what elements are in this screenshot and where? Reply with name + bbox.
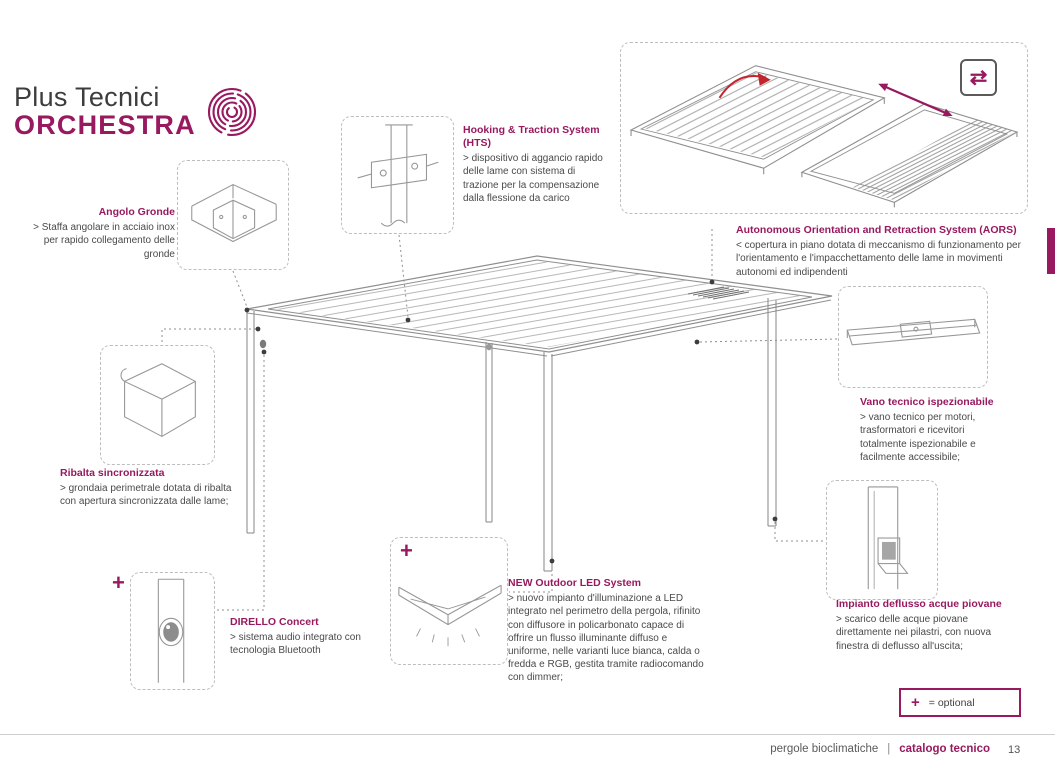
vano-tecnico-callout-box — [838, 286, 988, 388]
legend-label: = optional — [928, 696, 975, 709]
aors-callout-box: ⇄ — [620, 42, 1028, 214]
swap-icon-box: ⇄ — [960, 59, 997, 96]
vano-tecnico-body: > vano tecnico per motori, trasformatori… — [860, 412, 976, 463]
deflusso-text: Impianto deflusso acque piovane > scaric… — [836, 598, 1018, 653]
led-body: > nuovo impianto d'illuminazione a LED i… — [508, 593, 704, 684]
led-text: NEW Outdoor LED System > nuovo impianto … — [508, 577, 704, 684]
brand-block: Plus Tecnici ORCHESTRA — [14, 82, 259, 140]
aors-title: Autonomous Orientation and Retraction Sy… — [736, 224, 1017, 236]
angolo-gronde-drawing — [191, 183, 277, 243]
led-callout-box — [390, 537, 508, 665]
optional-plus-led-icon: + — [400, 538, 413, 563]
ribalta-body: > grondaia perimetrale dotata di ribalta… — [60, 483, 232, 508]
post-speaker-dot-2 — [486, 343, 492, 351]
angolo-gronde-body: > Staffa angolare in acciaio inox per ra… — [33, 222, 175, 260]
fingerprint-logo-icon — [207, 87, 256, 136]
ribalta-title: Ribalta sincronizzata — [60, 467, 165, 479]
ribalta-text: Ribalta sincronizzata > grondaia perimet… — [60, 467, 235, 509]
led-title: NEW Outdoor LED System — [508, 577, 642, 589]
legend-plus-icon: + — [911, 694, 920, 711]
ribalta-drawing — [120, 363, 196, 438]
hts-body: > dispositivo di aggancio rapido delle l… — [463, 153, 603, 204]
roof-louvres — [268, 261, 810, 347]
dirello-title: DIRELLO Concert — [230, 616, 319, 628]
deflusso-callout-box — [826, 480, 938, 600]
retracted-louvre-stack — [687, 286, 750, 300]
dirello-text: DIRELLO Concert > sistema audio integrat… — [230, 616, 370, 658]
hts-title: Hooking & Traction System (HTS) — [463, 124, 600, 150]
angolo-gronde-callout-box — [177, 160, 289, 270]
footer: pergole bioclimatiche | catalogo tecnico — [0, 743, 990, 755]
optional-plus-dirello-icon: + — [112, 570, 125, 595]
page-edge-tab — [1047, 228, 1055, 274]
pergola-roof-frame — [246, 255, 833, 357]
footer-divider — [0, 734, 1055, 735]
deflusso-body: > scarico delle acque piovane direttamen… — [836, 614, 992, 652]
slide-double-arrow-icon — [878, 83, 953, 117]
brand-product-name: ORCHESTRA — [14, 109, 196, 140]
led-corner-drawing — [398, 584, 502, 647]
ribalta-callout-box — [100, 345, 215, 465]
angolo-gronde-title: Angolo Gronde — [98, 206, 175, 218]
post-speaker-dot — [259, 339, 267, 349]
deflusso-title: Impianto deflusso acque piovane — [836, 598, 1002, 610]
footer-catalog-label: catalogo tecnico — [899, 743, 990, 755]
pergola-posts — [246, 298, 777, 572]
brand-name: Plus Tecnici — [14, 82, 160, 112]
aors-panels-drawing — [629, 65, 1019, 208]
swap-arrows-icon: ⇄ — [969, 66, 988, 89]
dirello-callout-box — [130, 572, 215, 690]
angolo-gronde-text: Angolo Gronde > Staffa angolare in accia… — [25, 206, 175, 261]
optional-legend: + = optional — [899, 688, 1021, 717]
vano-tecnico-title: Vano tecnico ispezionabile — [860, 396, 994, 408]
dirello-speaker-drawing — [157, 578, 185, 683]
hts-text: Hooking & Traction System (HTS) > dispos… — [463, 124, 605, 205]
footer-separator: | — [887, 743, 891, 755]
aors-body: < copertura in piano dotata di meccanism… — [736, 240, 1021, 278]
hts-callout-box — [341, 116, 454, 234]
aors-text: Autonomous Orientation and Retraction Sy… — [736, 224, 1036, 279]
deflusso-pillar-drawing — [867, 486, 909, 590]
leader-lines — [161, 226, 838, 611]
leader-dots — [244, 279, 778, 564]
vano-tecnico-text: Vano tecnico ispezionabile > vano tecnic… — [860, 396, 998, 464]
hts-drawing — [357, 124, 439, 227]
dirello-body: > sistema audio integrato con tecnologia… — [230, 632, 361, 657]
rotation-arrow-icon — [718, 72, 771, 99]
footer-section-label: pergole bioclimatiche — [770, 743, 879, 755]
page-number: 13 — [1008, 744, 1021, 756]
vano-tecnico-drawing — [846, 318, 981, 346]
